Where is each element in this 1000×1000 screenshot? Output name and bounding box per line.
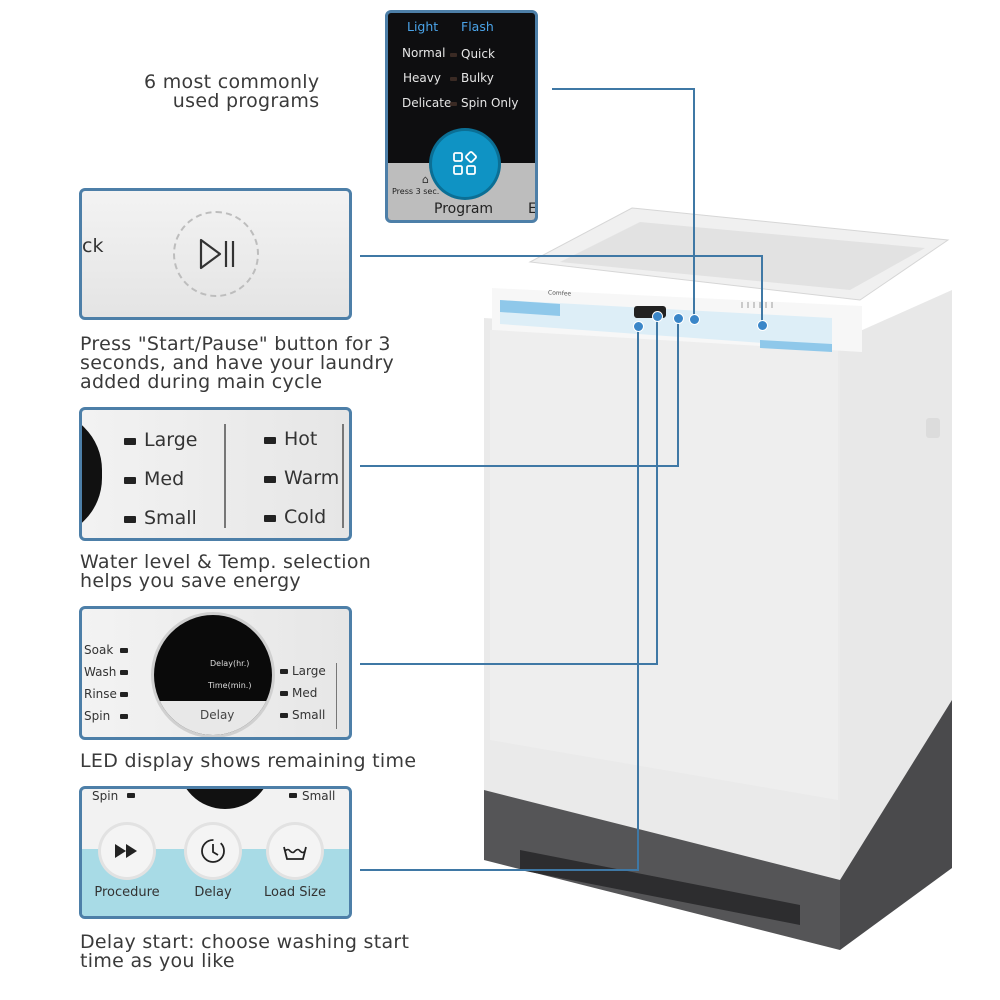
level-large: Large: [292, 664, 326, 678]
clock-icon: [201, 839, 225, 863]
program-spin-only: Spin Only: [461, 96, 519, 110]
program-button[interactable]: [432, 131, 498, 197]
connector-programs-dot: [689, 314, 700, 325]
connector-start-h: [360, 255, 763, 257]
level-led: [124, 477, 136, 484]
connector-water-h: [360, 465, 679, 467]
cycle-soak: Soak: [84, 643, 114, 657]
display-edge: [178, 789, 272, 809]
level-led: [280, 713, 288, 718]
cycle-wash: Wash: [84, 665, 117, 679]
program-flash-label: Flash: [461, 19, 494, 34]
temp-led: [264, 476, 276, 483]
connector-water-dot: [673, 313, 684, 324]
program-led: [450, 77, 457, 81]
program-bulky: Bulky: [461, 71, 494, 85]
lock-icon: ⌂: [422, 173, 429, 186]
display-lower: [154, 701, 272, 735]
delay-button-label: Delay: [200, 708, 235, 722]
display-delay-hr: Delay(hr.): [210, 659, 250, 668]
connector-led-dot: [652, 311, 663, 322]
program-delicate: Delicate: [402, 96, 452, 110]
delay-panel: Spin Small Procedure Delay Load Size: [79, 786, 352, 919]
connector-programs-h: [552, 88, 694, 90]
program-normal: Normal: [402, 46, 446, 60]
program-led: [450, 102, 457, 106]
connector-delay-h: [360, 869, 639, 871]
brand-logo: Comfee: [547, 289, 572, 298]
start-pause-panel: ck: [79, 188, 352, 320]
load-size-button[interactable]: [269, 825, 321, 877]
start-pause-button[interactable]: [173, 211, 259, 297]
level-small: Small: [292, 708, 326, 722]
caption-start-pause: Press "Start/Pause" button for 3 seconds…: [80, 333, 395, 393]
level-led: [124, 438, 136, 445]
temp-led: [264, 437, 276, 444]
cycle-led: [120, 670, 128, 675]
delay-label: Delay: [194, 885, 232, 900]
cycle-led: [120, 648, 128, 653]
caption-programs: 6 most commonly used programs: [144, 71, 320, 112]
level-led: [280, 691, 288, 696]
program-panel: Light Flash Normal Quick Heavy Bulky Del…: [385, 10, 538, 223]
divider: [224, 424, 226, 528]
caption-delay: Delay start: choose washing start time a…: [80, 931, 410, 972]
procedure-label: Procedure: [94, 885, 160, 900]
level-med: Med: [292, 686, 318, 700]
fast-forward-icon: [115, 844, 137, 858]
divider: [336, 663, 337, 729]
grid-icon: [453, 151, 477, 175]
water-temp-panel: Large Med Small Hot Warm Cold: [79, 407, 352, 541]
caption-water: Water level & Temp. selection helps you …: [80, 551, 372, 592]
level-led: [124, 516, 136, 523]
temp-hot: Hot: [284, 428, 318, 450]
connector-led-h: [360, 663, 658, 665]
program-heavy: Heavy: [403, 71, 441, 85]
cycle-led: [127, 793, 135, 798]
level-led: [280, 669, 288, 674]
program-light-label: Light: [407, 19, 439, 34]
connector-water-v: [677, 318, 679, 467]
level-large: Large: [144, 429, 198, 451]
divider: [342, 424, 344, 528]
connector-delay-v: [637, 326, 639, 871]
cycle-led: [120, 692, 128, 697]
level-med: Med: [144, 468, 185, 490]
procedure-button[interactable]: [101, 825, 153, 877]
play-pause-icon: [199, 238, 235, 270]
press-hint: Press 3 sec.: [392, 187, 440, 196]
led-display-panel: Soak Wash Rinse Spin Delay(hr.) Time(min…: [79, 606, 352, 740]
connector-start-dot: [757, 320, 768, 331]
partial-label: ck: [82, 235, 104, 257]
program-quick: Quick: [461, 47, 495, 61]
basin-icon: [283, 846, 307, 860]
connector-delay-dot: [633, 321, 644, 332]
level-led: [289, 793, 297, 798]
level-small: Small: [144, 507, 197, 529]
level-small: Small: [302, 789, 336, 803]
program-button-label: Program: [434, 201, 494, 217]
connector-led-v: [656, 316, 658, 665]
program-led: [450, 53, 457, 57]
cycle-rinse: Rinse: [84, 687, 117, 701]
temp-led: [264, 515, 276, 522]
load-size-label: Load Size: [263, 885, 326, 900]
display-time-min: Time(min.): [208, 681, 252, 690]
program-edge-letter: E: [528, 201, 537, 217]
connector-programs-v: [693, 88, 695, 320]
cycle-spin: Spin: [92, 789, 119, 803]
led-display: Delay(hr.) Time(min.) Delay: [154, 615, 272, 735]
caption-led: LED display shows remaining time: [80, 750, 417, 772]
temp-cold: Cold: [284, 506, 327, 528]
cycle-led: [120, 714, 128, 719]
connector-start-v: [761, 255, 763, 325]
dial-edge: [82, 410, 102, 538]
cycle-spin: Spin: [84, 709, 111, 723]
delay-button[interactable]: [187, 825, 239, 877]
temp-warm: Warm: [284, 467, 340, 489]
